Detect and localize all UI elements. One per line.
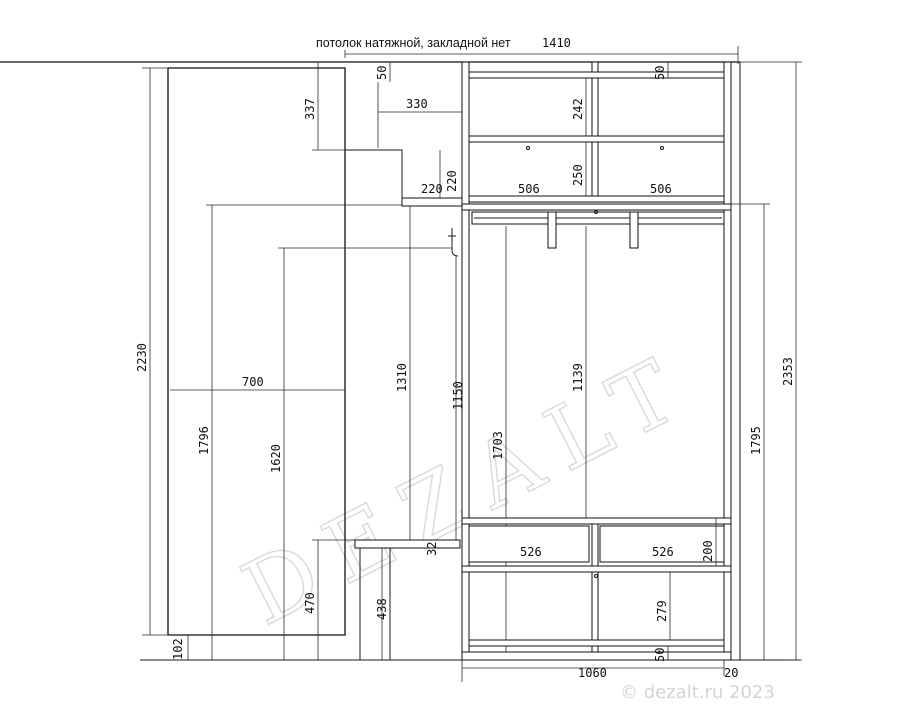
drawer-front-left — [468, 525, 590, 563]
left-wall-outline — [167, 67, 346, 636]
dim-526-left: 526 — [520, 545, 542, 559]
shelf-1 — [468, 135, 725, 143]
dim-2353: 2353 — [781, 357, 795, 386]
shelf-2 — [468, 195, 725, 203]
drawer-knob — [594, 574, 598, 578]
bottom-shelf — [468, 639, 725, 647]
dim-242: 242 — [571, 98, 585, 120]
dim-32: 32 — [425, 542, 439, 556]
dim-1620: 1620 — [269, 444, 283, 473]
dim-20: 20 — [724, 666, 738, 680]
dim-470: 470 — [303, 592, 317, 614]
dim-200: 200 — [701, 540, 715, 562]
dim-337: 337 — [303, 98, 317, 120]
rail-holder-right — [629, 211, 639, 249]
dim-700: 700 — [242, 375, 264, 389]
dim-438: 438 — [375, 598, 389, 620]
shelf-pin — [526, 146, 530, 150]
dim-506-right: 506 — [650, 182, 672, 196]
lower-shelf — [461, 565, 732, 573]
side-shelf-board — [401, 197, 463, 207]
dim-279: 279 — [655, 600, 669, 622]
dim-102: 102 — [171, 638, 185, 660]
dim-506-left: 506 — [518, 182, 540, 196]
dim-1795: 1795 — [749, 426, 763, 455]
dim-1139: 1139 — [571, 363, 585, 392]
mezzanine-divider — [591, 61, 599, 199]
shelf-pin — [594, 210, 598, 214]
dim-1796: 1796 — [197, 426, 211, 455]
dim-50-right: 50 — [653, 66, 667, 80]
dim-250: 250 — [571, 164, 585, 186]
top-board — [468, 71, 725, 79]
drawer-front-right — [599, 525, 725, 563]
copyright-text: © dezalt.ru 2023 — [620, 682, 775, 703]
rail-holder-left — [547, 211, 557, 249]
coat-hook-icon — [448, 228, 459, 257]
bench-seat — [354, 539, 461, 549]
dim-total-width: 1410 — [542, 36, 571, 50]
dim-220-horizontal: 220 — [421, 182, 443, 196]
dim-1060: 1060 — [578, 666, 607, 680]
ceiling-note: потолок натяжной, закладной нет — [316, 36, 511, 50]
dim-220-vertical: 220 — [445, 170, 459, 192]
shelf-pin — [660, 146, 664, 150]
plinth — [461, 651, 732, 661]
dim-1703: 1703 — [491, 431, 505, 460]
dim-1310: 1310 — [395, 363, 409, 392]
dim-50-left: 50 — [375, 66, 389, 80]
lower-top-board — [461, 517, 732, 525]
dim-526-right: 526 — [652, 545, 674, 559]
dim-bottom-50: 50 — [653, 648, 667, 662]
dim-330: 330 — [406, 97, 428, 111]
hanging-top-board — [461, 203, 732, 211]
dim-2230: 2230 — [135, 343, 149, 372]
